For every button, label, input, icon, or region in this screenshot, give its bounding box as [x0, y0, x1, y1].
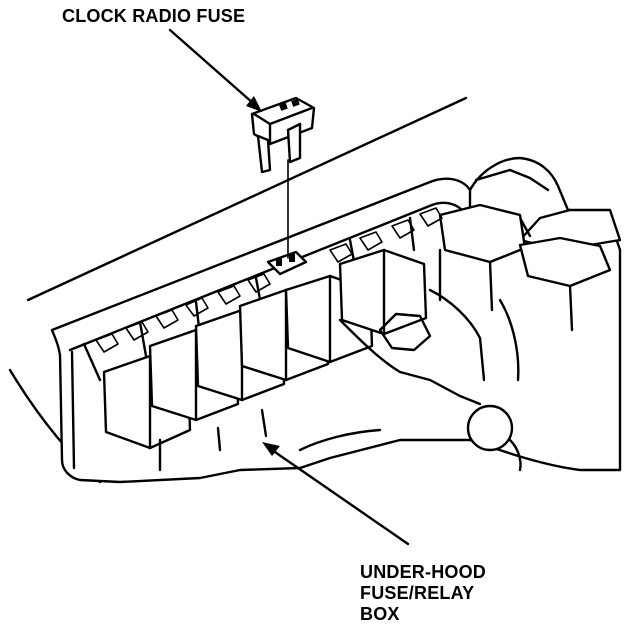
lower-right-details	[298, 288, 522, 472]
target-fuse-slot	[266, 250, 308, 276]
relay-block-cluster	[102, 248, 428, 472]
fuse-callout-arrow	[168, 28, 262, 112]
under-hood-fuse-relay-box-label: UNDER-HOOD FUSE/RELAY BOX	[360, 562, 486, 625]
box-label-line-3: BOX	[360, 604, 400, 624]
relay-blocks-right	[438, 156, 622, 332]
fuse-row-back	[82, 207, 443, 382]
clock-radio-fuse-label: CLOCK RADIO FUSE	[62, 6, 246, 26]
fender-edge-line	[26, 96, 468, 302]
clock-radio-fuse-icon	[250, 96, 316, 174]
box-label-line-2: FUSE/RELAY	[360, 583, 475, 603]
box-callout-arrow	[262, 442, 410, 546]
box-label-line-1: UNDER-HOOD	[360, 562, 486, 582]
round-connector	[466, 404, 514, 452]
